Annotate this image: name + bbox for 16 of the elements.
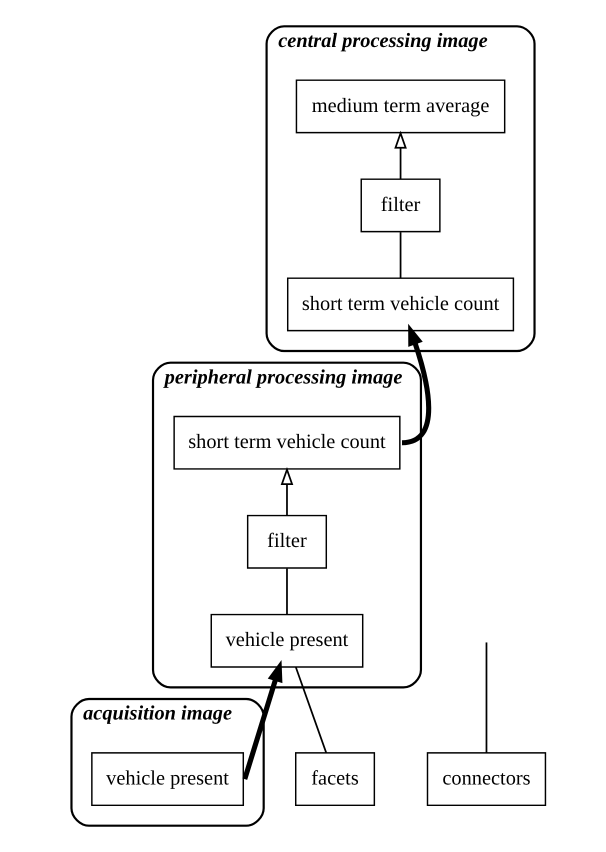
arrow xyxy=(280,466,294,516)
connector xyxy=(286,568,288,614)
arrow xyxy=(242,660,282,780)
node-box: facets xyxy=(295,752,376,806)
node-box: filter xyxy=(360,178,441,232)
node-box: short term vehicle count xyxy=(286,277,514,332)
node-box: short term vehicle count xyxy=(173,416,401,470)
node-box: connectors xyxy=(426,752,546,806)
connector xyxy=(400,232,402,278)
node-box: medium term average xyxy=(296,79,506,134)
connector xyxy=(486,642,488,753)
node-box: filter xyxy=(246,514,328,569)
arrow xyxy=(394,130,407,179)
node-box: vehicle present xyxy=(210,614,364,668)
node-box: vehicle present xyxy=(91,752,244,806)
connector xyxy=(295,667,328,754)
